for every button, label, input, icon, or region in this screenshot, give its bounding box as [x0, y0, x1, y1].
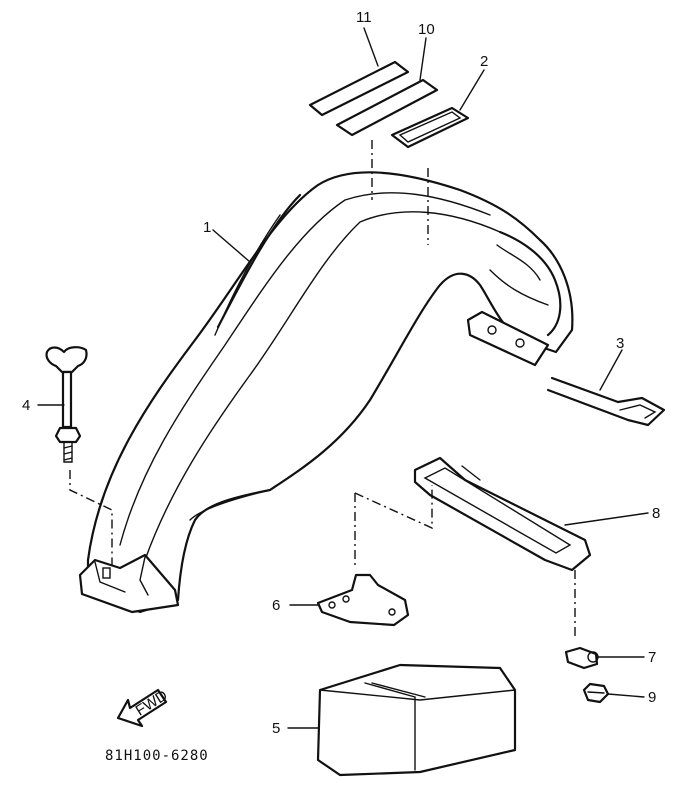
label-4: 4 [22, 397, 30, 414]
label-5: 5 [272, 720, 280, 737]
assembly-lines [69, 140, 576, 640]
part-11-decal [308, 60, 410, 117]
part-5-box [316, 663, 517, 777]
label-8: 8 [652, 505, 660, 522]
label-10: 10 [418, 21, 435, 38]
part-3-rod [546, 376, 666, 427]
forward-arrow-text: FWD [133, 687, 171, 720]
part-number-labels: 11 10 2 1 3 4 8 6 7 9 5 [22, 9, 660, 737]
label-1: 1 [203, 219, 211, 236]
part-7-clip [564, 646, 599, 670]
label-3: 3 [616, 335, 624, 352]
part-10-decal [335, 78, 439, 137]
leader-lines [37, 27, 649, 729]
part-9-cap [582, 682, 610, 704]
label-7: 7 [648, 649, 656, 666]
part-2-emblem [390, 106, 470, 149]
label-6: 6 [272, 597, 280, 614]
part-8-strap [413, 456, 592, 572]
forward-arrow: FWD [116, 687, 171, 728]
part-4-wing-bolt [45, 346, 88, 463]
label-9: 9 [648, 689, 656, 706]
label-2: 2 [480, 53, 488, 70]
part-1-fender [78, 171, 574, 614]
part-6-plate [316, 573, 410, 627]
drawing-code: 81H100-6280 [105, 748, 209, 764]
label-11: 11 [356, 9, 372, 26]
